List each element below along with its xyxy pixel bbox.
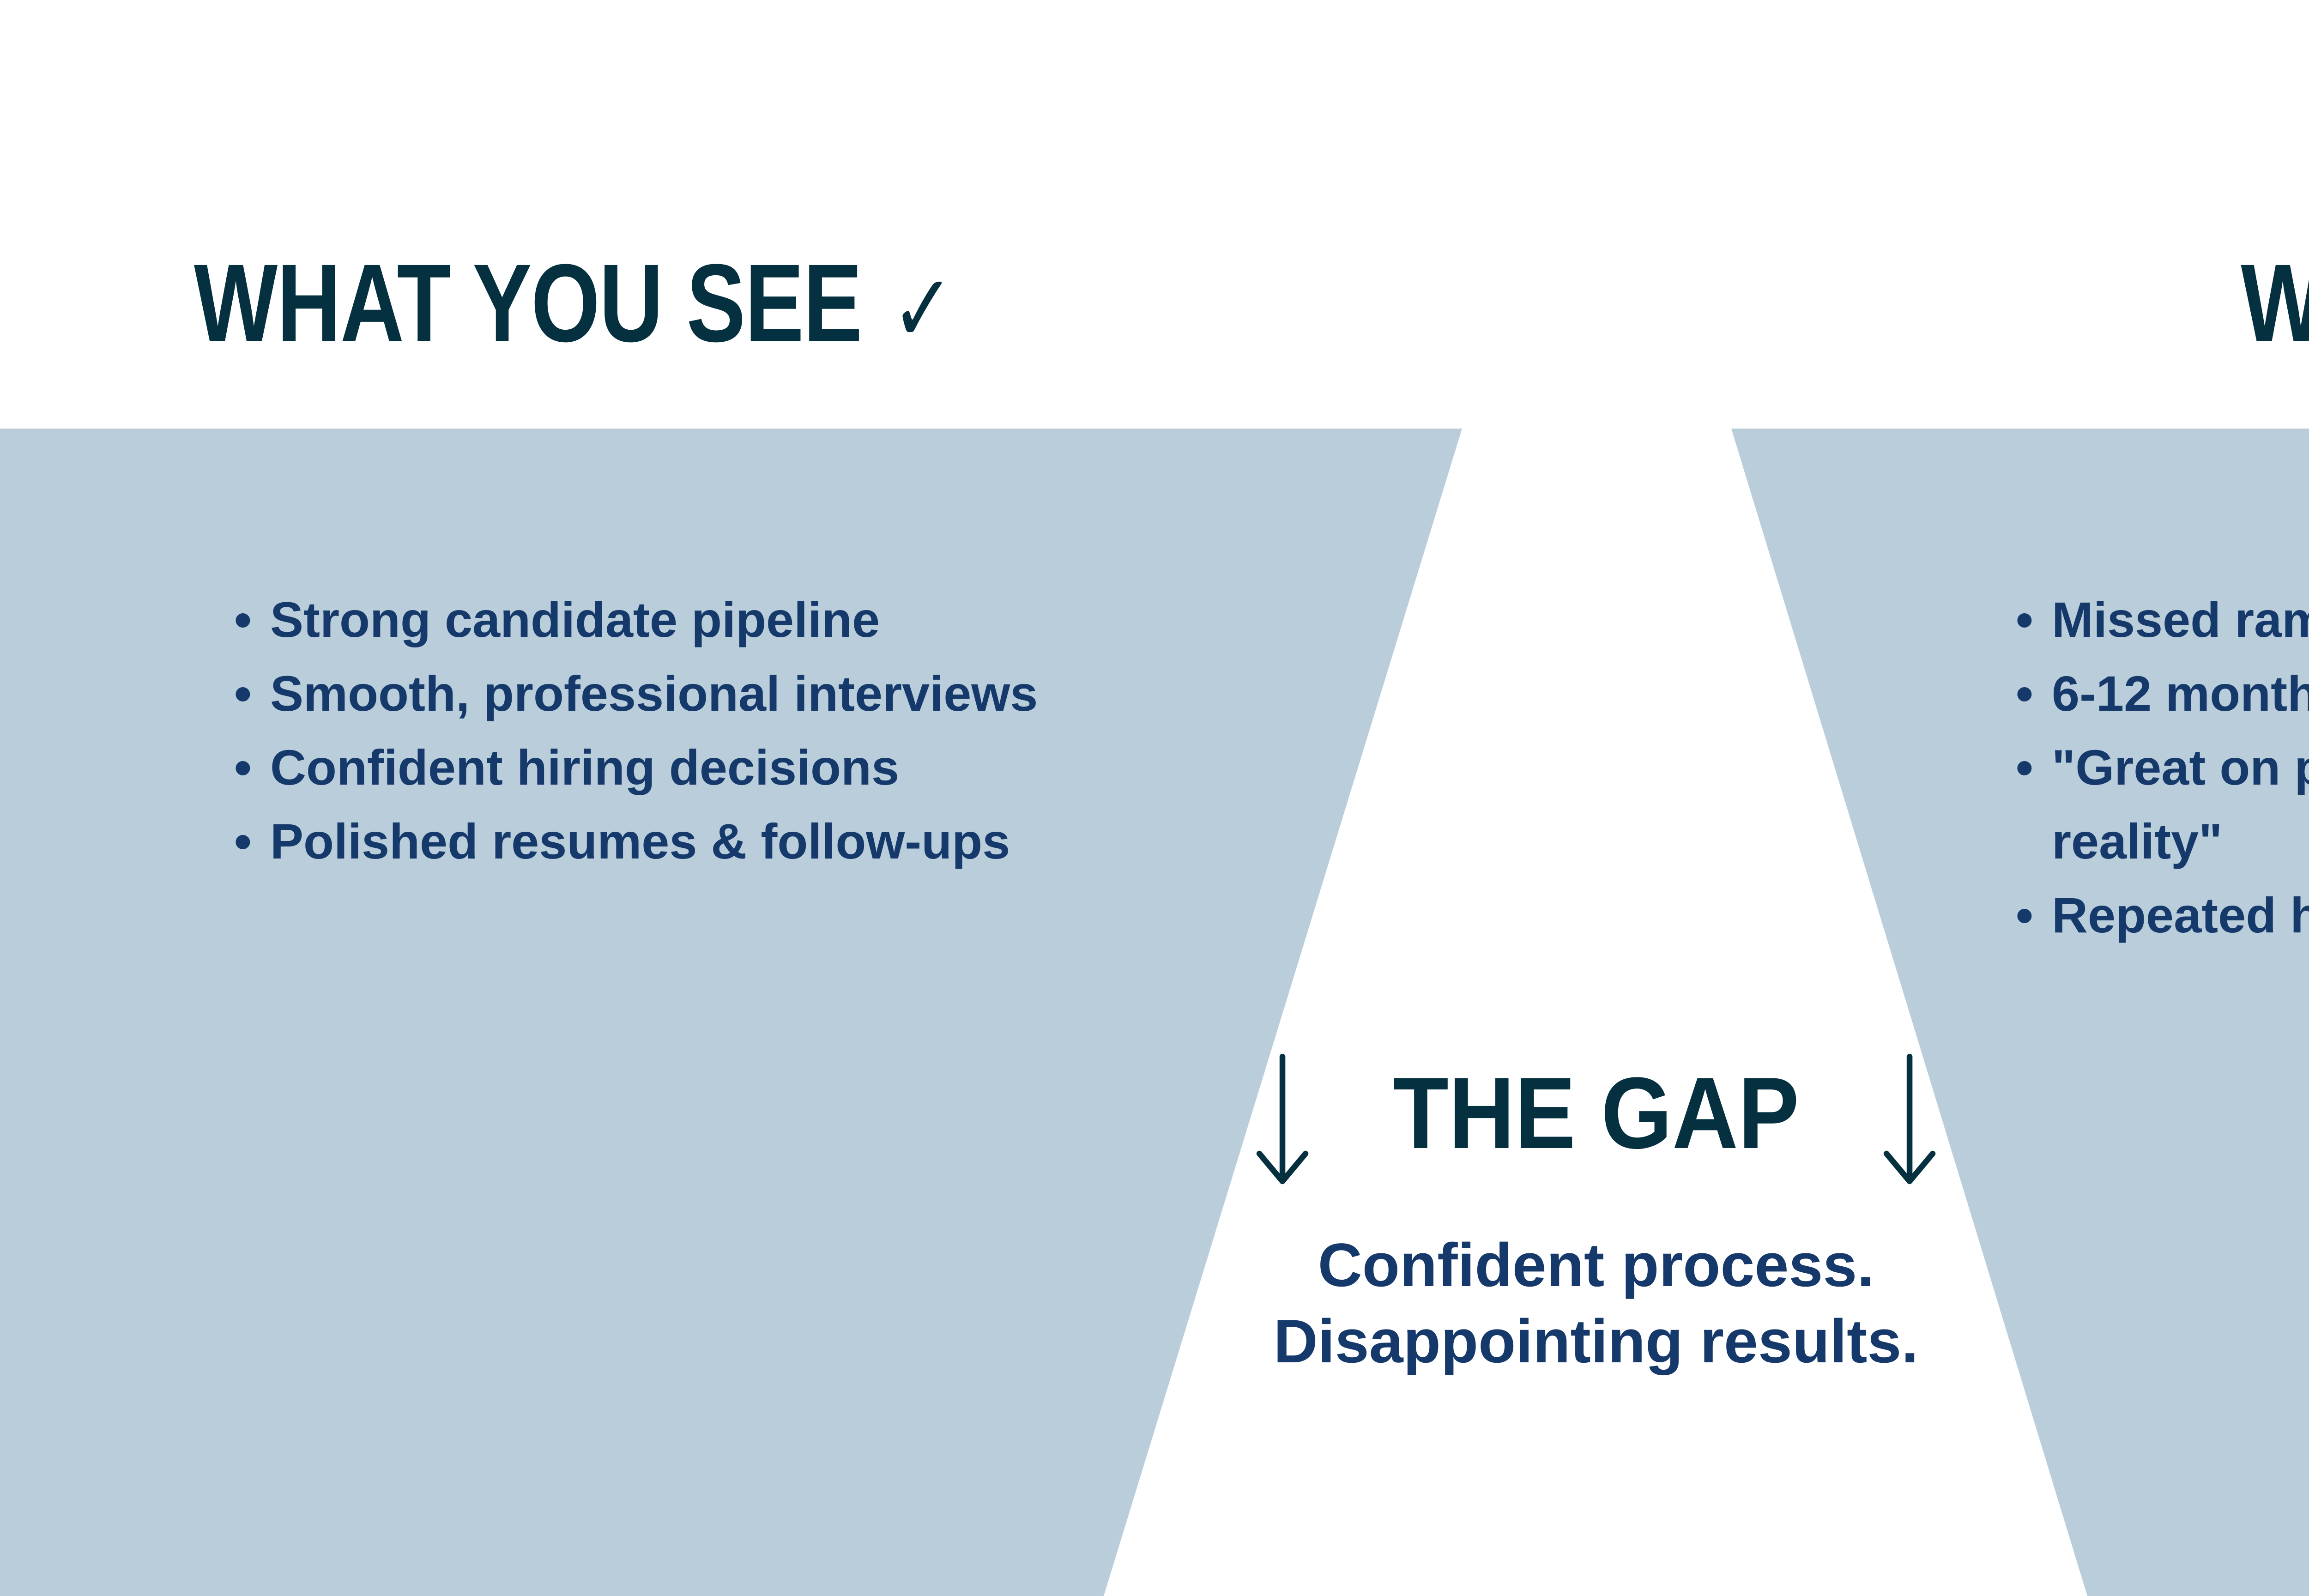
left-panel-list: • Strong candidate pipeline • Smooth, pr…	[234, 583, 1444, 878]
list-item: • Confident hiring decisions	[234, 731, 1444, 804]
check-icon: ✓	[891, 254, 955, 364]
right-heading-label: WHAT YOU GET	[2241, 248, 2309, 358]
gap-subtitle-line-1: Confident process.	[1318, 1231, 1874, 1300]
bullet-icon: •	[2016, 592, 2033, 647]
bullet-icon: •	[234, 739, 252, 795]
right-panel-heading: WHAT YOU GET ✗	[2241, 248, 2309, 364]
bullet-icon: •	[234, 813, 252, 869]
bullet-icon: •	[2016, 887, 2033, 943]
right-panel-list: • Missed ramp expectations • 6-12 month …	[2016, 583, 2309, 952]
list-item-text: Confident hiring decisions	[270, 739, 900, 795]
list-item: • "Great on paper, disappointing in real…	[2016, 731, 2309, 878]
list-item-text: Polished resumes & follow-ups	[270, 813, 1010, 869]
bullet-icon: •	[234, 592, 252, 647]
list-item: • Missed ramp expectations	[2016, 583, 2309, 657]
list-item: • Strong candidate pipeline	[234, 583, 1444, 657]
bullet-icon: •	[2016, 665, 2033, 721]
list-item-text: Missed ramp expectations	[2052, 592, 2309, 647]
down-arrow-icon	[1256, 1053, 1309, 1185]
gap-subtitle-line-2: Disappointing results.	[1273, 1307, 1919, 1376]
list-item-text: Strong candidate pipeline	[270, 592, 880, 647]
gap-title: THE GAP	[1392, 1056, 1800, 1170]
bullet-icon: •	[2016, 739, 2033, 795]
list-item-text: "Great on paper, disappointing in realit…	[2052, 739, 2309, 869]
left-heading-label: WHAT YOU SEE	[194, 241, 862, 365]
left-panel-heading: WHAT YOU SEE ✓	[194, 248, 955, 364]
gap-subtitle: Confident process. Disappointing results…	[1274, 1227, 1919, 1380]
bullet-icon: •	[234, 665, 252, 721]
list-item-text: Repeated hiring cycles	[2052, 887, 2309, 943]
gap-title-row: THE GAP	[1248, 1044, 1944, 1185]
list-item-text: Smooth, professional interviews	[270, 665, 1038, 721]
list-item: • Smooth, professional interviews	[234, 657, 1444, 731]
list-item: • Polished resumes & follow-ups	[234, 804, 1444, 878]
list-item-text: 6-12 month attrition	[2052, 665, 2309, 721]
list-item: • 6-12 month attrition	[2016, 657, 2309, 731]
list-item: • Repeated hiring cycles	[2016, 878, 2309, 952]
down-arrow-icon	[1883, 1053, 1936, 1185]
